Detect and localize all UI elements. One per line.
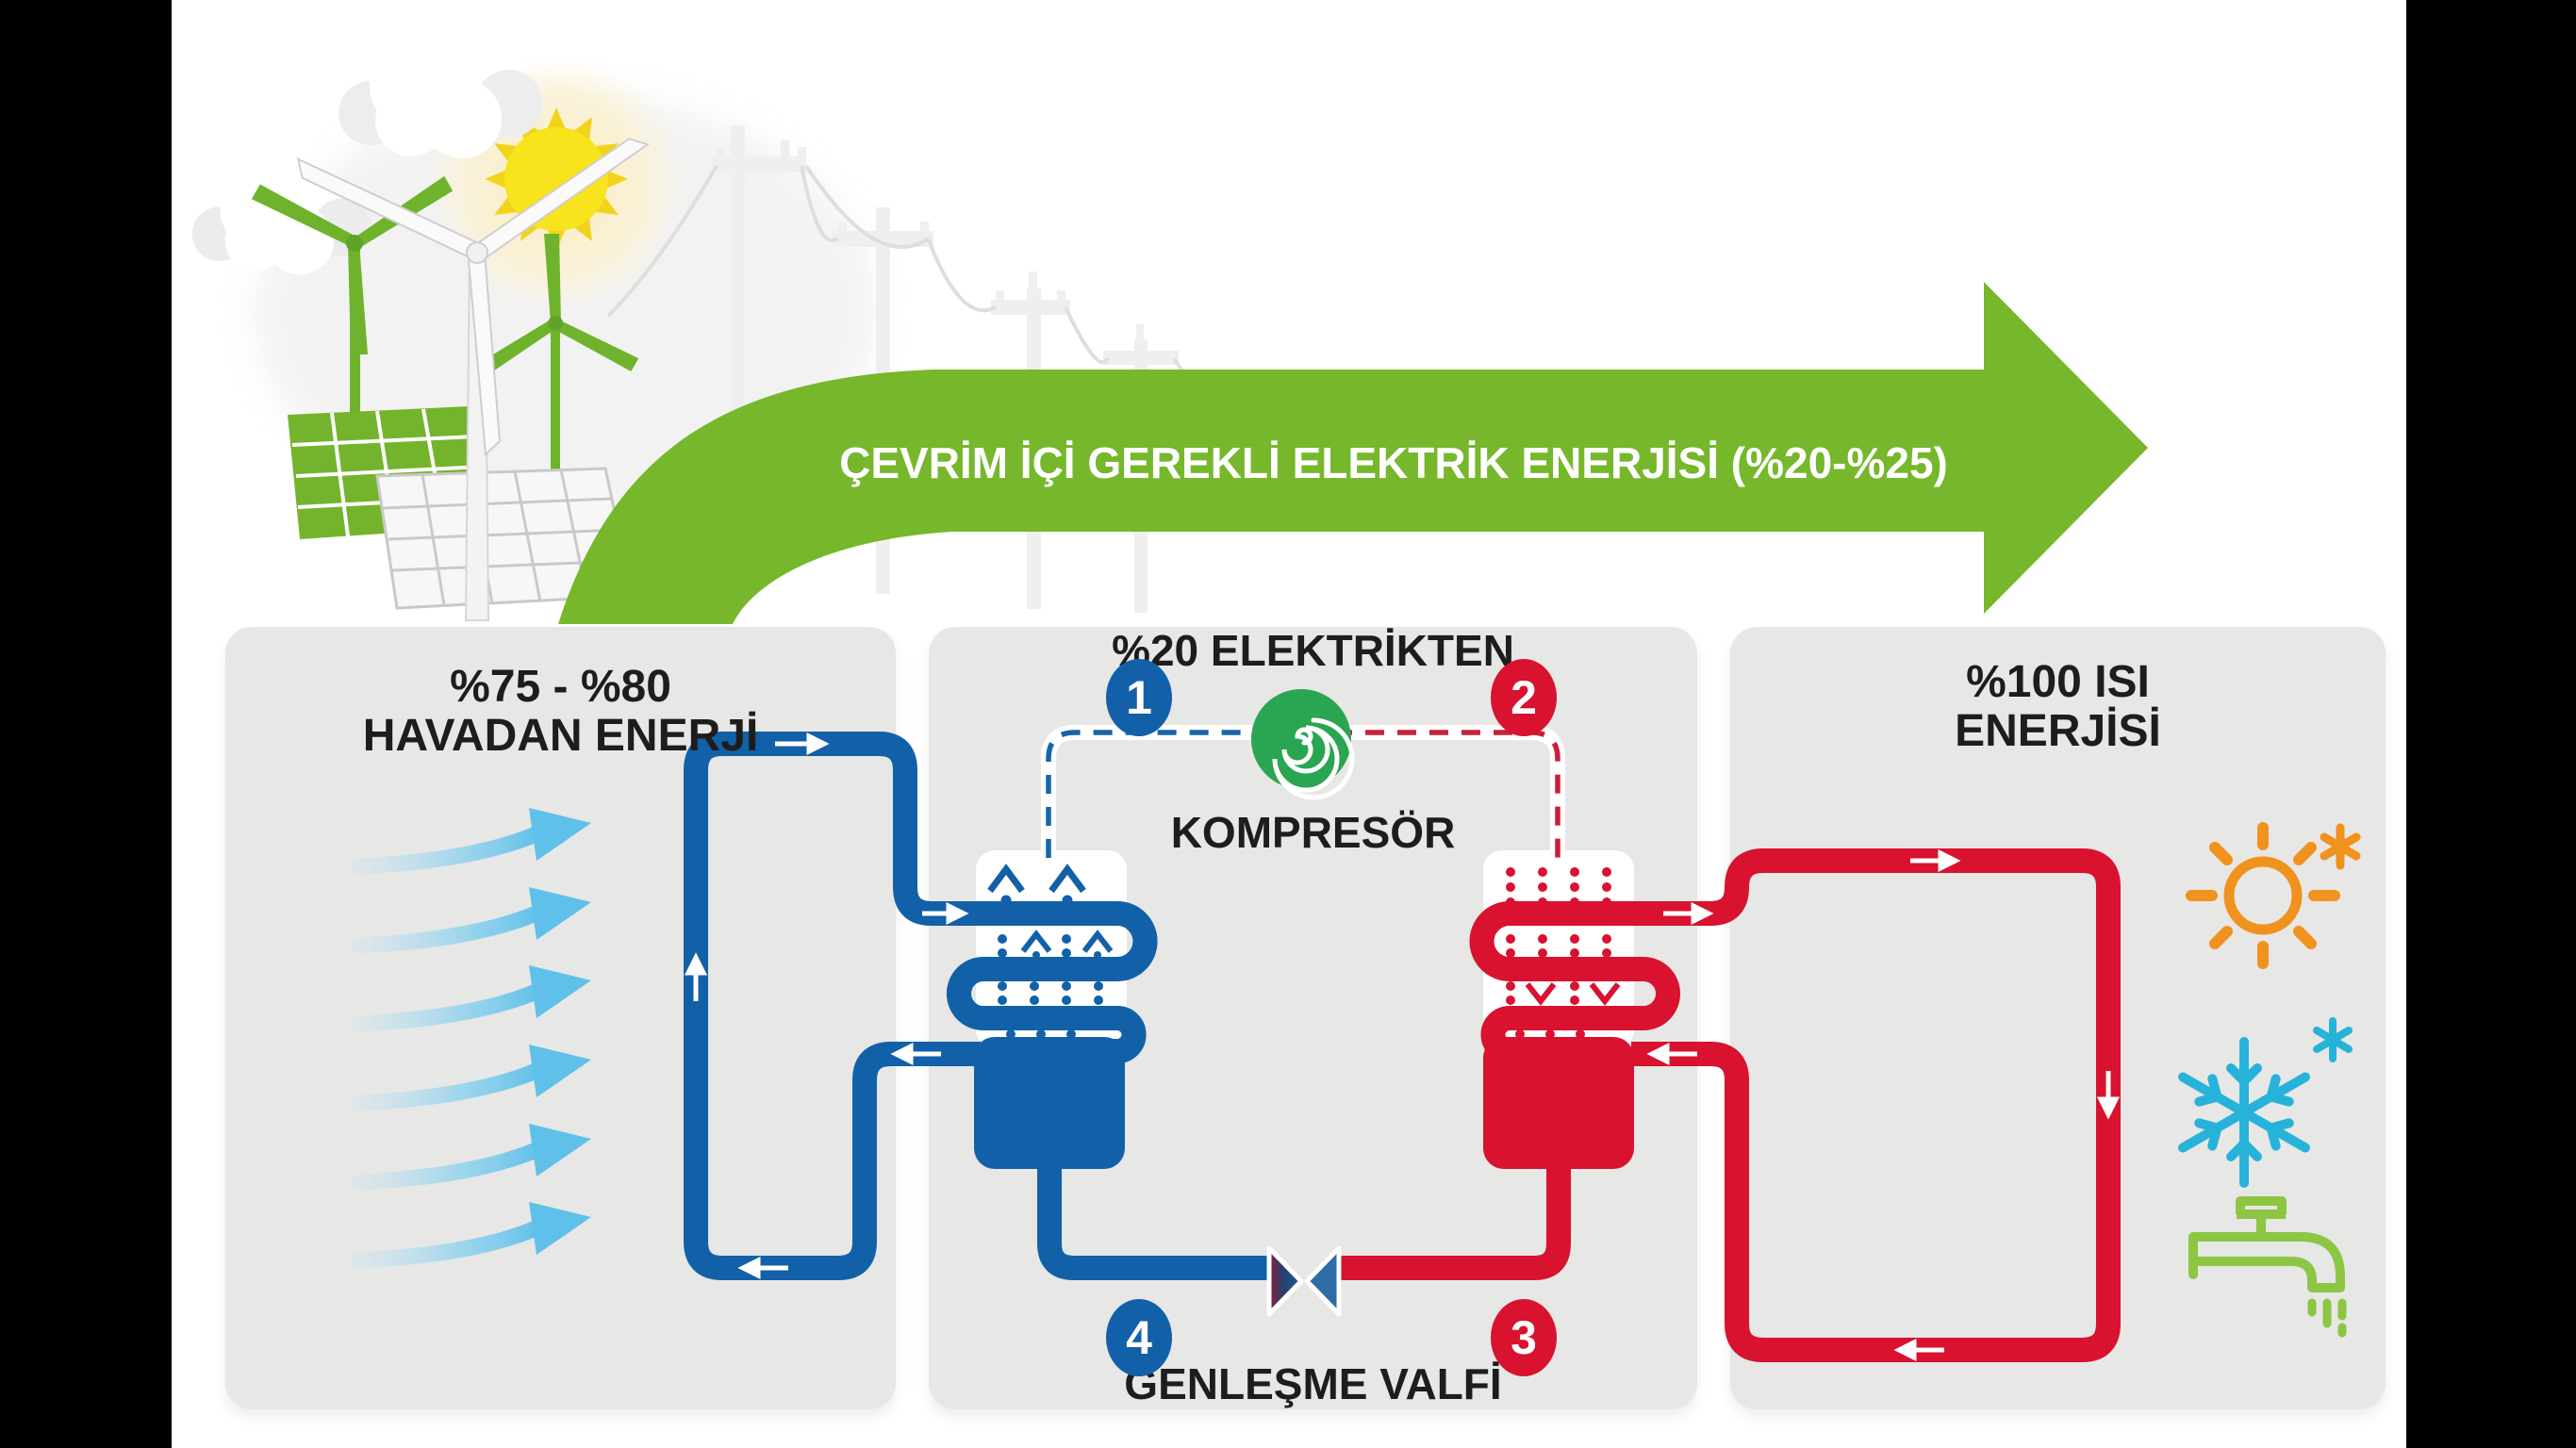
evaporator-pattern <box>987 864 1114 1039</box>
step-3-badge: 3 <box>1491 1299 1557 1376</box>
snowflake-icon <box>2178 1017 2353 1188</box>
step-4-badge: 4 <box>1106 1299 1172 1376</box>
electric-energy-banner-arrow <box>558 282 2148 624</box>
condenser <box>1328 850 1680 1280</box>
condenser-tank <box>1483 1037 1634 1169</box>
sparkle-icon <box>2313 1017 2353 1062</box>
compressor-circuit <box>1041 689 1565 858</box>
step-2-badge: 2 <box>1491 659 1557 736</box>
sun-icon <box>2186 822 2361 969</box>
compressor-label: KOMPRESÖR <box>1170 808 1456 857</box>
water-drip <box>2307 1298 2347 1338</box>
wind-turbine-icon <box>296 138 651 621</box>
suction-line-dashed <box>1046 730 1301 858</box>
condenser-pattern <box>1506 867 1621 1039</box>
heat-panel-title: %100 ISI ENERJİSİ <box>1730 658 2386 756</box>
air-panel-title-line1: %75 - %80 <box>450 662 671 712</box>
flow-arrows <box>684 732 2121 1362</box>
expansion-valve-label: GENLEŞME VALFİ <box>1124 1359 1502 1408</box>
cloud-icon <box>191 32 543 275</box>
electric-input-label: %20 ELEKTRİKTEN <box>1112 626 1514 675</box>
heating-loop-pipe <box>1631 848 2121 1362</box>
air-flow-arrows <box>350 808 591 1269</box>
compressor-spiral-icon <box>1251 689 1355 800</box>
air-panel-title: %75 - %80 HAVADAN ENERJİ <box>225 663 896 761</box>
evaporator <box>932 850 1280 1280</box>
expansion-valve-icon <box>1266 1245 1342 1317</box>
air-panel-title-line2: HAVADAN ENERJİ <box>362 711 759 761</box>
faucet-icon <box>2188 1196 2347 1338</box>
heat-output-panel <box>1730 627 2386 1409</box>
step-1-badge: 1 <box>1106 659 1172 736</box>
evaporator-tank <box>974 1037 1125 1169</box>
heat-panel-title-line2: ENERJİSİ <box>1955 706 2161 756</box>
sparkle-icon <box>2320 823 2361 870</box>
heat-panel-title-line1: %100 ISI <box>1966 657 2150 707</box>
wind-turbine-icon <box>475 234 639 479</box>
banner-label: ÇEVRİM İÇİ GEREKLİ ELEKTRİK ENERJİSİ (%2… <box>839 438 1948 487</box>
